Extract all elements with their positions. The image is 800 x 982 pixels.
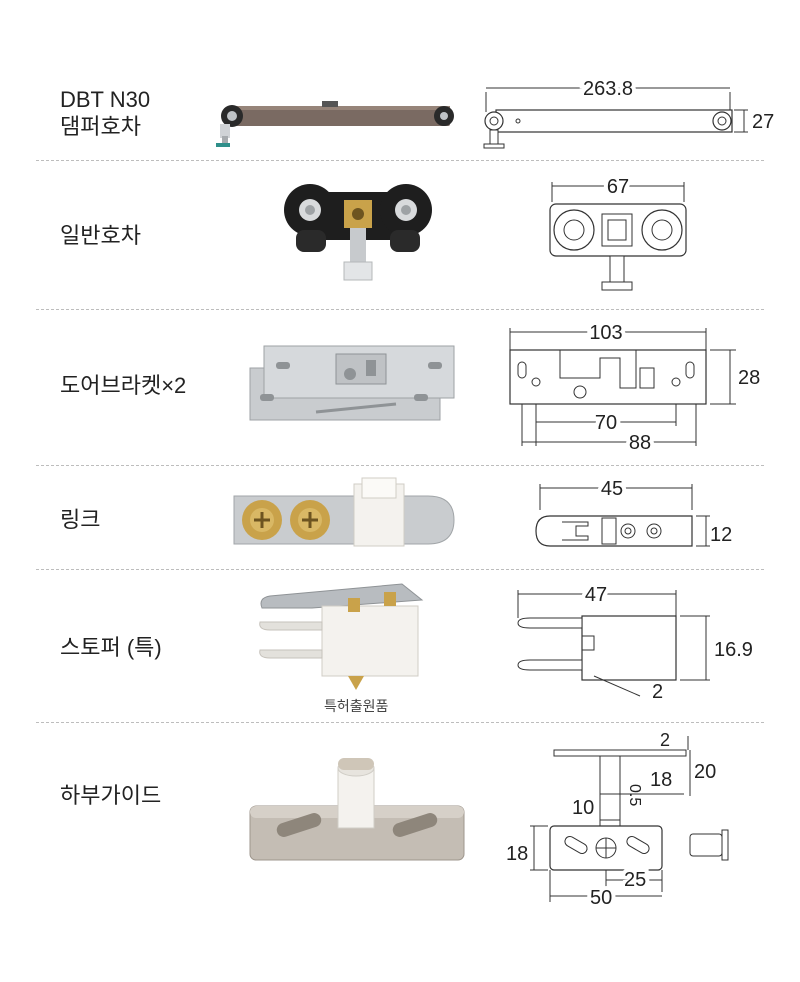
bottom-guide-photo <box>249 758 465 861</box>
stopper-dimension-drawing: 47 16.9 2 <box>517 580 753 703</box>
item-name-stopper: 스토퍼 (특) <box>60 634 162 661</box>
dim-width: 67 <box>607 176 629 198</box>
item-name-roller: 일반호차 <box>60 222 141 249</box>
roller-photo <box>284 184 432 281</box>
dim-height: 27 <box>752 111 774 133</box>
item-name-link: 링크 <box>60 506 100 533</box>
dim-gap: 0.5 <box>626 784 643 806</box>
dim-stopper-height: 16.9 <box>714 639 753 661</box>
dim-link-height: 12 <box>710 524 732 546</box>
item-name-line: 링크 <box>60 507 101 532</box>
bottom-guide-dimension-drawing: 2 0.5 18 20 10 18 25 50 <box>506 730 729 910</box>
row-divider <box>36 309 764 310</box>
door-bracket-photo <box>249 345 455 421</box>
dim-plate-thickness: 2 <box>660 730 670 750</box>
dim-length: 263.8 <box>583 78 633 100</box>
dim-half-length: 25 <box>624 869 646 891</box>
row-divider <box>36 722 764 723</box>
item-name-line: 스토퍼 (특) <box>60 635 162 660</box>
item-name-door-bracket: 도어브라켓×2 <box>60 372 186 399</box>
dim-pin-height: 18 <box>650 769 672 791</box>
item-name-line: 일반호차 <box>60 223 141 248</box>
dim-bracket-height: 28 <box>738 367 760 389</box>
item-name-line: 도어브라켓×2 <box>60 373 187 398</box>
dim-stopper-angle: 2 <box>652 681 663 703</box>
link-photo <box>233 477 455 547</box>
dim-slot-spacing: 88 <box>629 432 651 454</box>
dim-plate-width: 18 <box>506 843 528 865</box>
damper-dimension-drawing: 263.8 27 <box>483 74 774 149</box>
roller-dimension-drawing: 67 <box>549 172 687 291</box>
damper-roller-photo <box>216 101 454 147</box>
patent-pending-caption: 특허출원품 <box>324 698 389 714</box>
item-name-damper: DBT N30 댐퍼호차 <box>60 86 150 140</box>
stopper-photo <box>259 583 424 690</box>
dim-link-length: 45 <box>601 478 623 500</box>
item-name-line: 하부가이드 <box>60 783 162 808</box>
dim-plate-length: 50 <box>590 887 612 909</box>
dim-hole-spacing: 70 <box>595 412 617 434</box>
link-dimension-drawing: 45 12 <box>535 474 732 547</box>
item-name-bottom-guide: 하부가이드 <box>60 782 161 809</box>
row-divider <box>36 465 764 466</box>
dim-stopper-length: 47 <box>585 584 607 606</box>
row-divider <box>36 160 764 161</box>
dim-pin-diameter: 10 <box>572 797 594 819</box>
item-name-line: 댐퍼호차 <box>60 114 141 139</box>
dim-total-height: 20 <box>694 761 716 783</box>
dim-total-length: 103 <box>589 322 622 344</box>
item-name-line: DBT N30 <box>60 87 151 112</box>
door-bracket-dimension-drawing: 103 28 70 88 <box>509 318 760 456</box>
row-divider <box>36 569 764 570</box>
